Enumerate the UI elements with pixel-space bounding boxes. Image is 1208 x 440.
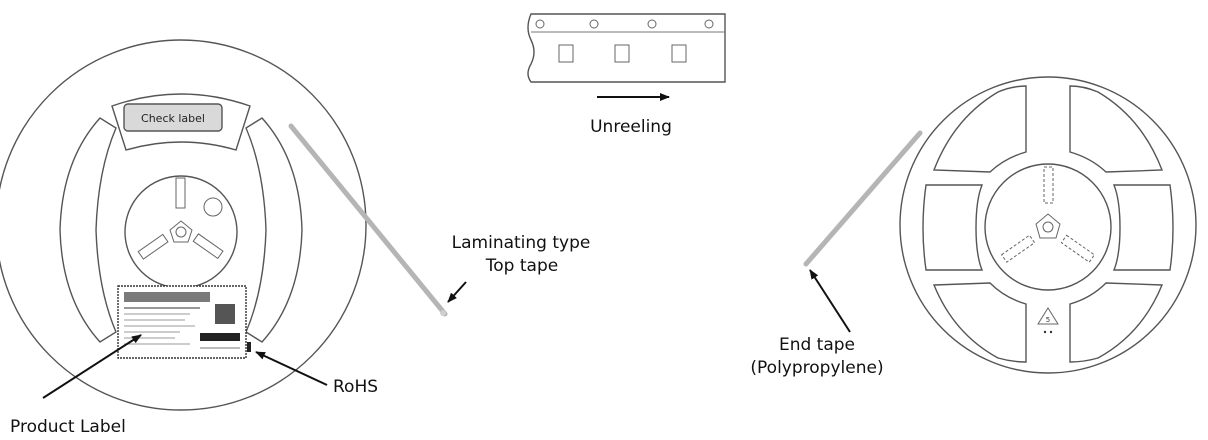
label-black-band bbox=[200, 333, 240, 341]
right-reel-window-bottom-left bbox=[932, 282, 1027, 363]
recycle-icon bbox=[1037, 307, 1059, 325]
left-reel-hub-slot-left bbox=[137, 233, 169, 260]
right-reel-hub-slot-left bbox=[1000, 234, 1036, 263]
recycle-icon-mark: 5 bbox=[1046, 316, 1050, 324]
rohs-label: RoHS bbox=[333, 377, 378, 397]
sprocket-hole-3 bbox=[647, 19, 657, 29]
product-label-label: Product Label bbox=[10, 417, 126, 437]
product-label-sticker bbox=[117, 285, 247, 359]
left-reel-spindle-center bbox=[175, 226, 187, 238]
left-reel-hub-slot-top bbox=[175, 177, 186, 209]
polypropylene-label: (Polypropylene) bbox=[750, 358, 883, 378]
left-reel-rim bbox=[0, 39, 367, 411]
unreeling-label: Unreeling bbox=[590, 117, 672, 137]
left-reel: Check label bbox=[0, 39, 448, 411]
right-reel-hub bbox=[984, 163, 1112, 291]
laminating-arrow bbox=[447, 281, 467, 303]
end-tape-strip bbox=[803, 130, 923, 267]
right-reel-spindle-icon bbox=[1035, 213, 1061, 239]
qr-code bbox=[215, 304, 235, 324]
left-reel-hub-slot-right bbox=[192, 233, 224, 260]
right-reel-window-top-right bbox=[1069, 85, 1164, 173]
recycle-dot-1 bbox=[1043, 330, 1047, 334]
product-label-arrow bbox=[42, 334, 142, 399]
right-reel-window-left bbox=[922, 184, 984, 271]
left-reel-hub-hole bbox=[203, 197, 223, 217]
left-reel-window-left bbox=[59, 117, 117, 343]
pocket-1 bbox=[558, 44, 574, 63]
left-reel-window-right bbox=[245, 117, 303, 343]
rohs-arrow bbox=[255, 351, 328, 386]
carrier-tape-outline bbox=[527, 13, 726, 83]
right-reel: 5 bbox=[803, 76, 1197, 374]
left-reel-hub bbox=[124, 175, 238, 289]
left-reel-spindle-icon bbox=[169, 220, 193, 243]
laminating-type-label: Laminating type bbox=[452, 233, 591, 253]
top-tape-end bbox=[440, 310, 446, 316]
right-reel-rim bbox=[899, 76, 1197, 374]
top-tape-label: Top tape bbox=[485, 256, 558, 276]
carrier-tape bbox=[527, 13, 726, 101]
check-label-text: Check label bbox=[141, 112, 205, 125]
right-reel-hub-slot-right bbox=[1060, 234, 1096, 263]
pocket-2 bbox=[614, 44, 630, 63]
rohs-mark bbox=[247, 342, 251, 352]
sprocket-hole-2 bbox=[589, 19, 599, 29]
left-reel-window-top bbox=[111, 93, 251, 151]
pocket-3 bbox=[671, 44, 687, 63]
end-tape-label: End tape bbox=[779, 335, 855, 355]
right-reel-window-right bbox=[1112, 184, 1174, 271]
recycle-dot-2 bbox=[1049, 330, 1053, 334]
right-reel-window-bottom-right bbox=[1069, 282, 1164, 363]
barcode-top bbox=[124, 292, 210, 302]
right-reel-hub-slot-top bbox=[1043, 166, 1054, 204]
end-tape-arrow bbox=[809, 269, 851, 333]
check-label-box bbox=[123, 103, 223, 132]
sprocket-hole-4 bbox=[704, 19, 714, 29]
sprocket-hole-1 bbox=[535, 19, 545, 29]
right-reel-window-top-left bbox=[932, 85, 1027, 173]
right-reel-spindle-center bbox=[1042, 221, 1054, 233]
top-tape-strip bbox=[288, 123, 448, 317]
